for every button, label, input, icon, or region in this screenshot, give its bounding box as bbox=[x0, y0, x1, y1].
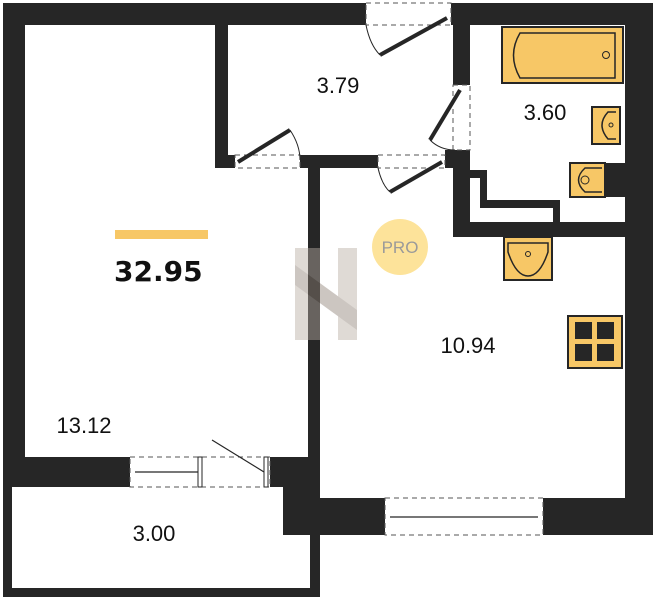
fixtures bbox=[501, 26, 625, 369]
accent-bar bbox=[115, 230, 208, 239]
total-area: 32.95 bbox=[114, 255, 203, 288]
bathtub-icon bbox=[501, 26, 624, 84]
pro-badge: PRO bbox=[372, 219, 428, 275]
windows bbox=[129, 439, 544, 536]
pro-badge-text: PRO bbox=[382, 238, 419, 257]
stove-icon bbox=[567, 315, 623, 369]
logo-watermark bbox=[295, 248, 357, 340]
room-area-corridor: 3.79 bbox=[317, 73, 360, 98]
walls bbox=[3, 3, 653, 597]
room-area-bathroom: 3.60 bbox=[524, 100, 567, 125]
toilet-icon bbox=[569, 162, 625, 198]
room-area-kitchen: 10.94 bbox=[440, 333, 495, 358]
bathroom-sink-icon bbox=[591, 106, 621, 145]
doors bbox=[234, 2, 471, 194]
kitchen-sink-icon bbox=[503, 236, 553, 281]
room-area-living: 13.12 bbox=[56, 413, 111, 438]
room-area-balcony: 3.00 bbox=[133, 521, 176, 546]
